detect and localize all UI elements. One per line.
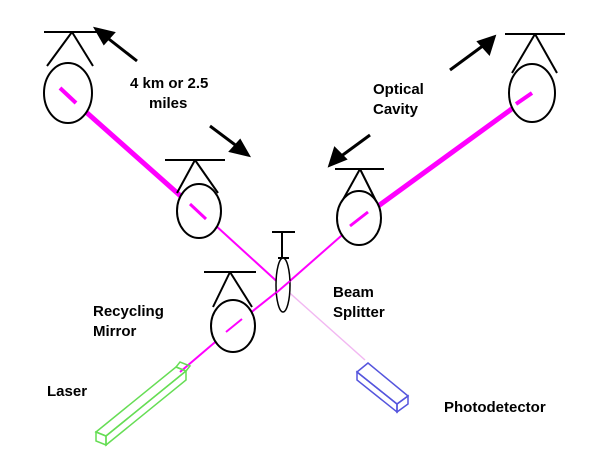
label-optical-line2: Cavity [373, 101, 419, 118]
mirror-near-left [165, 159, 225, 239]
label-recycling-line2: Mirror [93, 323, 137, 340]
laser-box [94, 361, 192, 447]
label-beam-splitter-line2: Splitter [333, 304, 385, 321]
label-recycling-line1: Recycling [93, 303, 164, 320]
beam-splitter [272, 231, 295, 313]
label-optical-line1: Optical [373, 81, 424, 98]
photodetector-box [355, 362, 410, 414]
label-beam-splitter-line1: Beam [333, 284, 374, 301]
beam-right-arm-outer [368, 97, 526, 215]
beam-left-arm-outer [66, 94, 195, 209]
label-laser: Laser [47, 383, 87, 400]
labels: 4 km or 2.5 miles Optical Cavity Beam Sp… [47, 75, 546, 416]
beam-to-photodetector [282, 286, 366, 361]
arrow-up-left-icon [92, 26, 138, 63]
recycling-mirror [204, 271, 256, 353]
beam-paths [66, 94, 526, 373]
label-arm-length-line2: miles [149, 95, 187, 112]
arrow-down-right-icon [209, 124, 252, 158]
mirror-far-left [43, 31, 101, 124]
arrow-down-left-icon [327, 133, 371, 168]
label-photodetector: Photodetector [444, 399, 546, 416]
mirror-near-right [335, 168, 384, 246]
arrows [92, 26, 497, 168]
arrow-up-right-icon [449, 34, 497, 72]
beam-overlays [58, 86, 534, 333]
mirror-far-right [505, 33, 565, 123]
label-arm-length-line1: 4 km or 2.5 [130, 75, 208, 92]
